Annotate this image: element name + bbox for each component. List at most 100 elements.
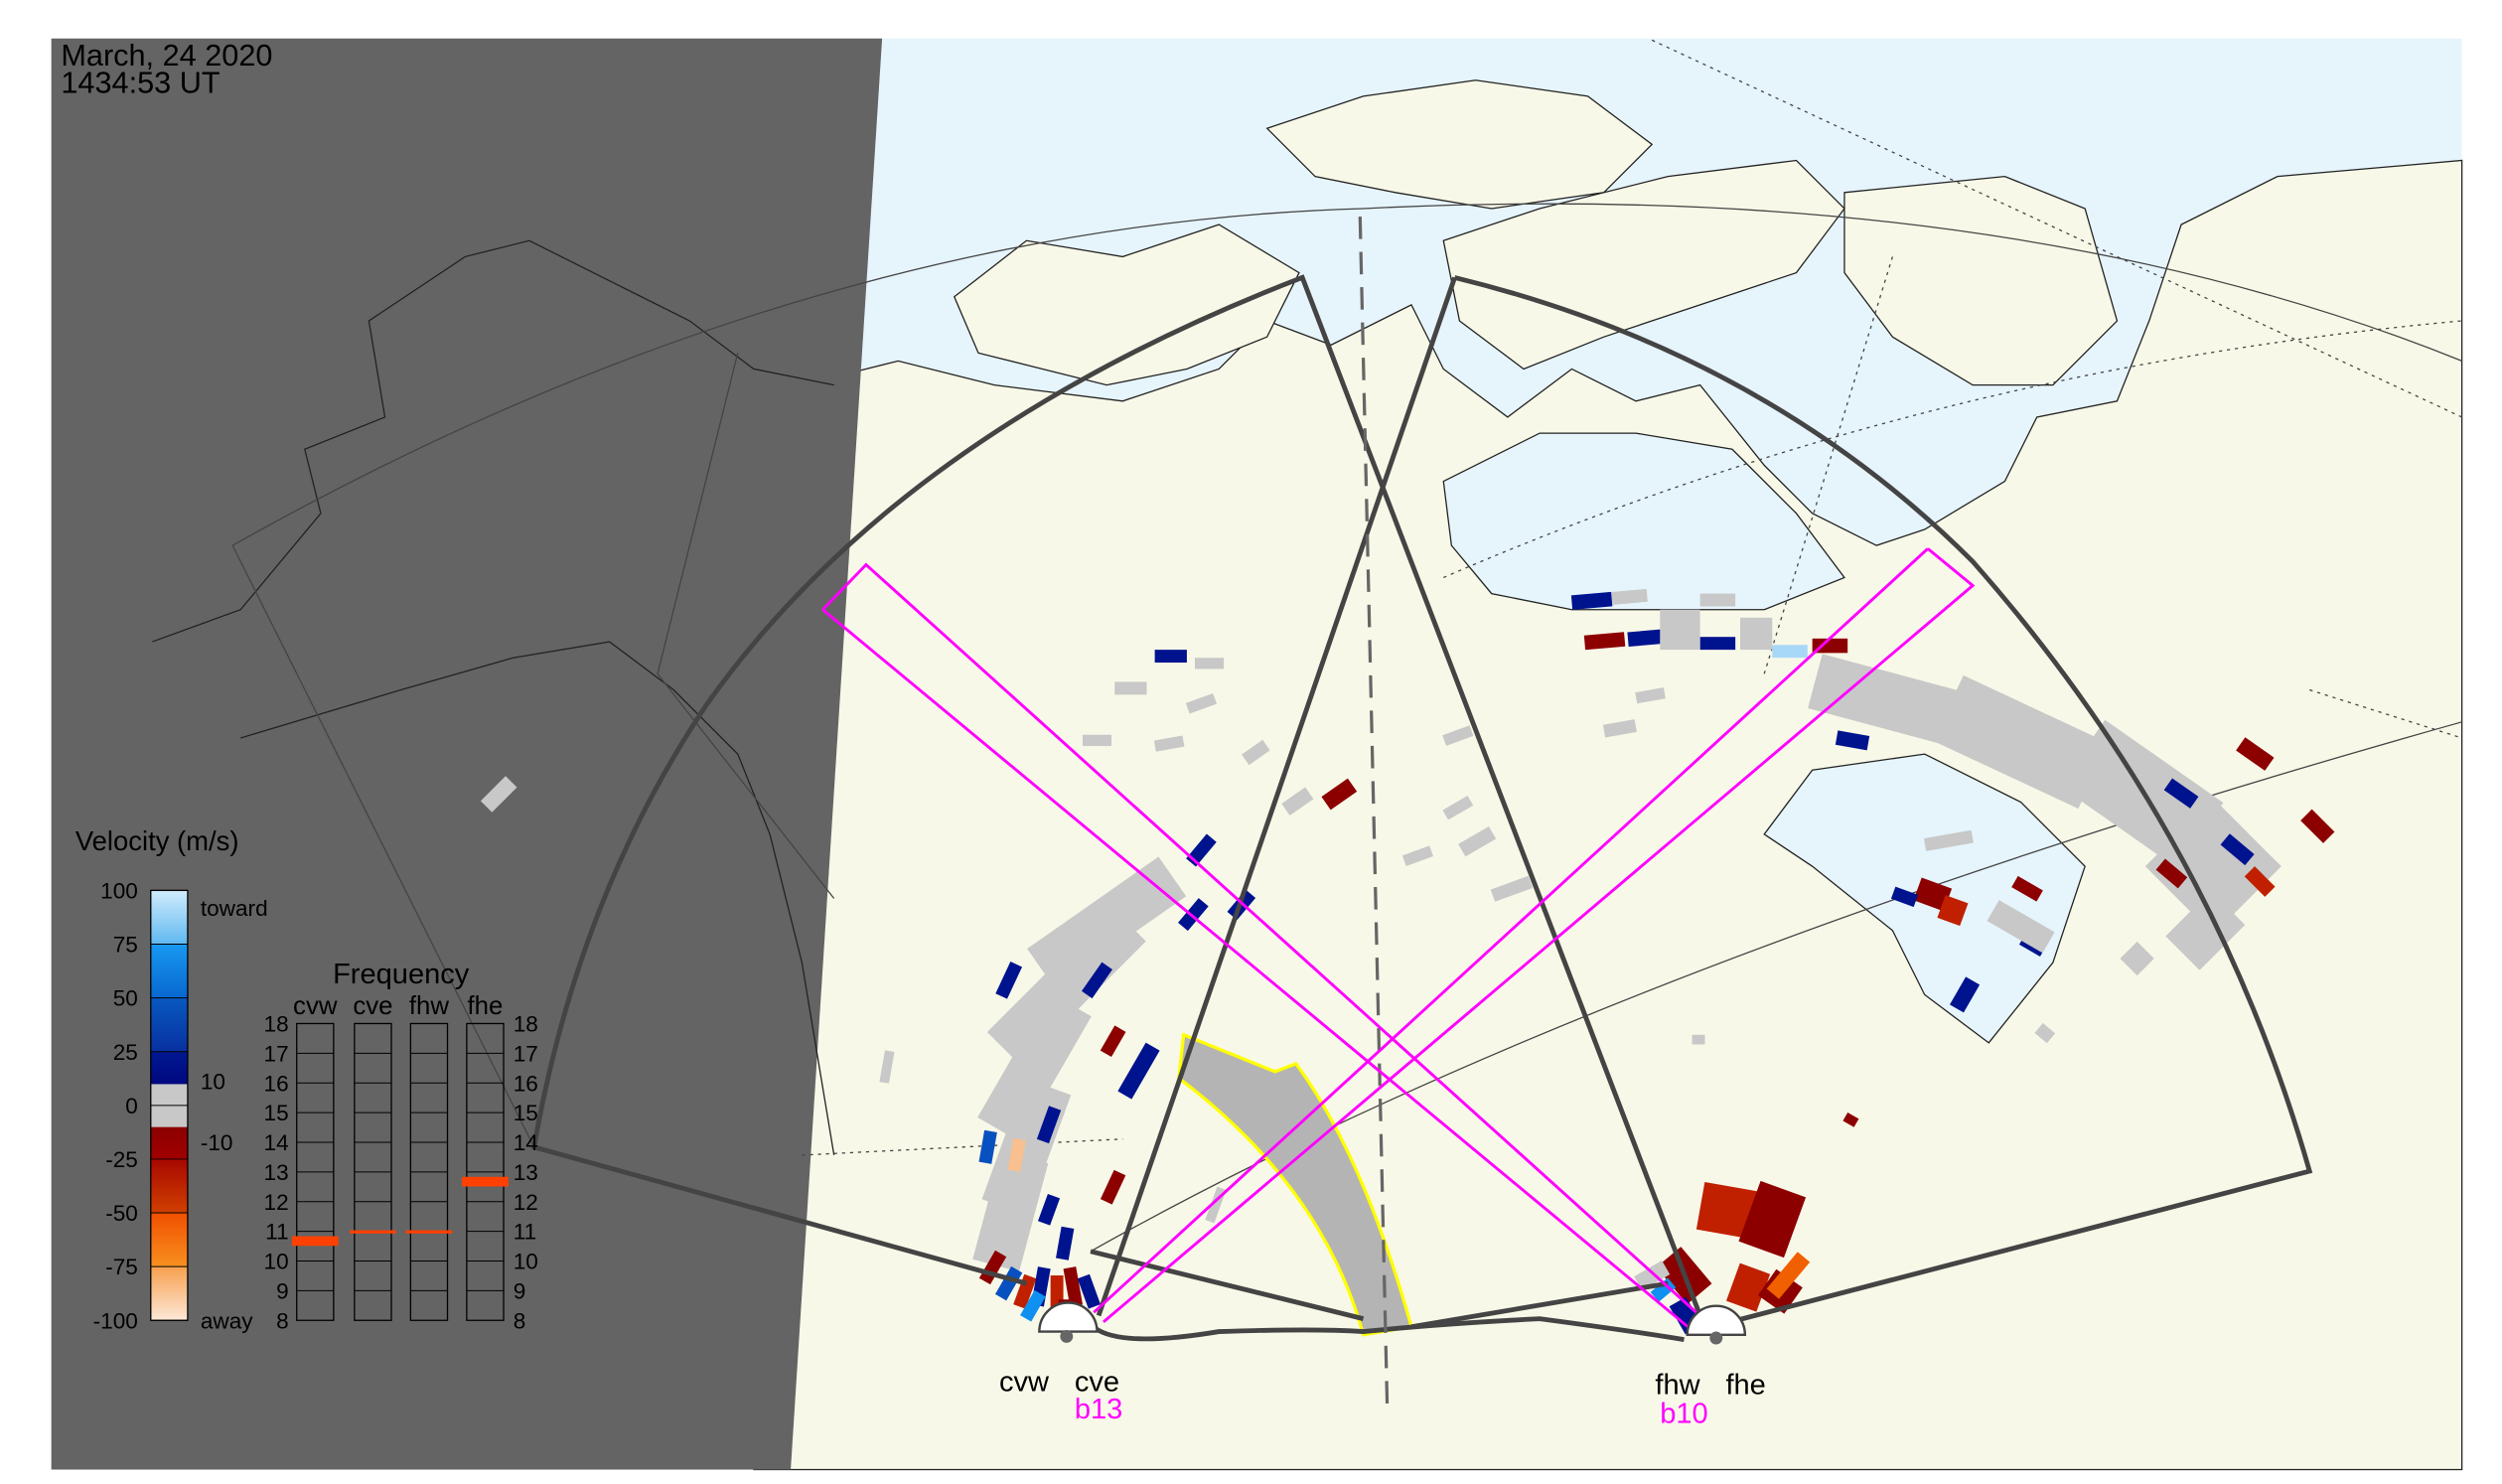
- velocity-cell: [1401, 845, 1434, 866]
- frequency-tick-left: 16: [264, 1071, 289, 1096]
- frequency-marker-cvw: [291, 1236, 339, 1247]
- frequency-tick-left: 17: [264, 1041, 289, 1066]
- velocity-cell: [1082, 962, 1112, 999]
- velocity-cell: [1458, 825, 1497, 857]
- velocity-cell: [2165, 890, 2246, 970]
- velocity-cell: [1650, 1277, 1677, 1302]
- velocity-cell: [1490, 875, 1534, 902]
- colorbar-tick-label: -75: [105, 1255, 138, 1279]
- frequency-tick-left: 15: [264, 1101, 289, 1125]
- velocity-cell: [1117, 1042, 1160, 1100]
- velocity-cell: [978, 1129, 997, 1164]
- frequency-header-fhe: fhe: [468, 992, 504, 1020]
- velocity-cell: [1699, 593, 1736, 607]
- velocity-cell: [1583, 632, 1626, 651]
- velocity-cell: [1442, 796, 1474, 820]
- colorbar-tick-label: 100: [100, 878, 138, 903]
- frequency-tick-right: 17: [514, 1041, 538, 1066]
- velocity-cell: [2120, 941, 2154, 976]
- velocity-cell: [1194, 658, 1225, 669]
- velocity-cell: [1036, 1106, 1062, 1144]
- velocity-cell: [1987, 900, 2055, 954]
- velocity-cell: [1660, 609, 1700, 651]
- velocity-cell: [1602, 719, 1637, 738]
- velocity-cell: [1842, 1112, 1859, 1127]
- colorbar-tick-label: 75: [113, 933, 138, 958]
- frequency-tick-right: 11: [514, 1220, 536, 1245]
- velocity-cell: [2236, 737, 2275, 771]
- velocity-cell: [1153, 735, 1185, 752]
- frequency-tick-right: 8: [514, 1308, 526, 1333]
- velocity-cell: [1611, 588, 1648, 605]
- velocity-cell: [1100, 1025, 1126, 1058]
- velocity-cell: [1692, 1034, 1705, 1045]
- velocity-cell: [2163, 778, 2199, 809]
- meridian-dashed-line: [1358, 217, 1390, 1412]
- radar-site-cv-marker: [1060, 1329, 1074, 1343]
- velocity-cell: [986, 907, 1146, 1067]
- frequency-marker-fhw: [405, 1230, 453, 1234]
- velocity-cell: [972, 1150, 1049, 1272]
- colorbar-tick-label: 50: [113, 986, 138, 1011]
- velocity-cell: [977, 992, 1092, 1142]
- frequency-tick-left: 8: [276, 1308, 289, 1333]
- alaska-coastline: [152, 239, 835, 1156]
- velocity-cell: [995, 1265, 1023, 1301]
- velocity-cell: [1013, 1273, 1037, 1309]
- velocity-cell: [1627, 629, 1669, 648]
- colorbar-title: Velocity (m/s): [75, 825, 239, 856]
- velocity-cell: [1635, 687, 1666, 704]
- frequency-tick-left: 12: [264, 1190, 289, 1215]
- velocity-cell: [879, 1050, 895, 1084]
- label-cvw: cvw: [999, 1366, 1050, 1398]
- velocity-cell: [1114, 681, 1147, 695]
- velocity-cell: [995, 962, 1023, 999]
- colorbar-toward-label: toward: [201, 896, 268, 921]
- velocity-cell: [1082, 734, 1112, 747]
- velocity-cell: [480, 776, 517, 813]
- label-cv-beam: b13: [1075, 1394, 1122, 1425]
- velocity-cells: [480, 588, 2335, 1335]
- velocity-cell: [1699, 637, 1736, 651]
- velocity-cell: [2220, 833, 2255, 866]
- velocity-cell: [1100, 1169, 1126, 1205]
- frequency-tick-right: 14: [514, 1130, 538, 1155]
- velocity-cell: [2244, 866, 2276, 897]
- velocity-cell: [1442, 725, 1474, 746]
- velocity-cell: [1835, 730, 1870, 751]
- label-fh-beam: b10: [1660, 1399, 1707, 1430]
- colorbar-tick-label: 25: [113, 1040, 138, 1065]
- colorbar-away-label: away: [201, 1308, 253, 1333]
- colorbar-tick-label: -25: [105, 1147, 138, 1172]
- velocity-cell: [1020, 1289, 1046, 1322]
- radar-site-fh: [1686, 1304, 1747, 1345]
- velocity-cell: [1949, 976, 1981, 1013]
- night-terminator-shade: [51, 38, 883, 1470]
- frequency-header-fhw: fhw: [409, 992, 450, 1020]
- velocity-cell: [1772, 645, 1808, 659]
- frequency-tick-right: 10: [514, 1250, 538, 1274]
- velocity-cell: [1007, 1137, 1026, 1172]
- geographic-grid: [231, 203, 2462, 1253]
- colorbar-tick-label: -100: [93, 1308, 138, 1333]
- velocity-cell: [1739, 617, 1773, 651]
- velocity-cell: [1933, 674, 2110, 810]
- date-label: March, 24 2020: [61, 38, 272, 73]
- frequency-tick-right: 13: [514, 1160, 538, 1185]
- velocity-cell: [1063, 1266, 1083, 1307]
- velocity-cell: [1766, 1252, 1811, 1299]
- frequency-marker-cve: [350, 1230, 396, 1234]
- velocity-cell: [1154, 650, 1187, 664]
- velocity-cell: [2300, 809, 2335, 843]
- velocity-cell: [1178, 898, 1209, 932]
- frequency-tick-right: 16: [514, 1071, 538, 1096]
- colorbar-tick-label: -50: [105, 1201, 138, 1226]
- beam-outlines: [821, 547, 1976, 1333]
- frequency-tick-right: 12: [514, 1190, 538, 1215]
- frequency-title: Frequency: [333, 959, 470, 990]
- radar-site-cv: [1038, 1301, 1099, 1343]
- frequency-marker-fhe: [462, 1176, 509, 1187]
- velocity-cell: [1242, 739, 1270, 766]
- land-masses: [753, 79, 2463, 1471]
